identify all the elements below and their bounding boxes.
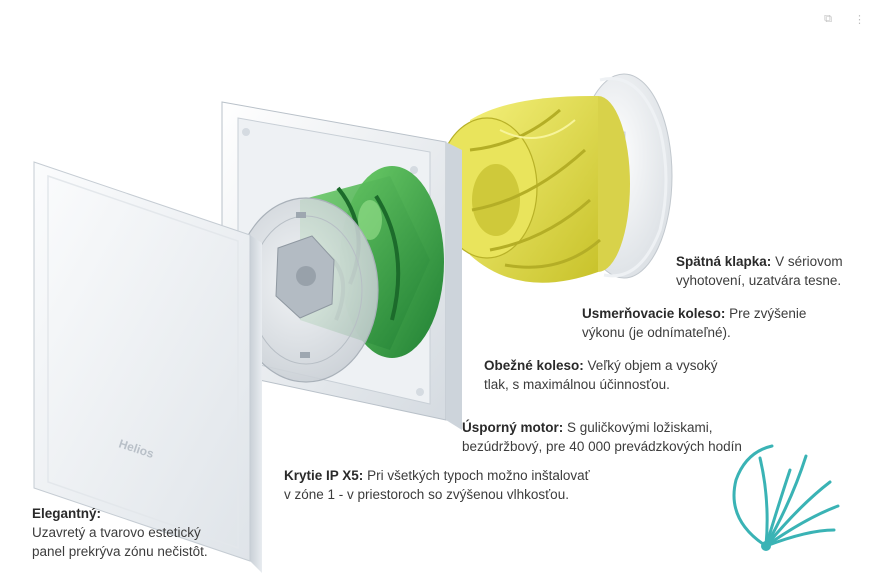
link-icon[interactable]: ⧉ xyxy=(824,12,832,25)
front-panel: Helios xyxy=(33,161,262,573)
callout-text: Pre zvýšenie xyxy=(729,306,807,321)
top-toolbar: ⧉ ⋮ xyxy=(824,12,865,26)
decorative-logo xyxy=(732,444,840,551)
callout-krytie: Krytie IP X5: Pri všetkých typoch možno … xyxy=(284,466,590,504)
callout-elegantny: Elegantný: Uzavretý a tvarovo estetický … xyxy=(32,504,208,561)
callout-title: Úsporný motor: xyxy=(462,420,564,435)
callout-title: Spätná klapka: xyxy=(676,254,772,269)
callout-obezne-koleso: Obežné koleso: Veľký objem a vysoký tlak… xyxy=(484,356,718,394)
callout-spatna-klapka: Spätná klapka: V sériovom vyhotovení, uz… xyxy=(676,252,843,290)
callout-text: bezúdržbový, pre 40 000 prevádzkových ho… xyxy=(462,439,742,454)
callout-text: Pri všetkých typoch možno inštalovať xyxy=(367,468,590,483)
guide-vane-wheel xyxy=(436,95,630,283)
callout-usporny-motor: Úsporný motor: S guličkovými ložiskami, … xyxy=(462,418,742,456)
callout-text: tlak, s maximálnou účinnosťou. xyxy=(484,377,670,392)
callout-title: Elegantný: xyxy=(32,506,102,521)
callout-title: Usmerňovacie koleso: xyxy=(582,306,726,321)
callout-text: Veľký objem a vysoký xyxy=(587,358,718,373)
callout-text: vyhotovení, uzatvára tesne. xyxy=(676,273,842,288)
callout-usmernovacie-koleso: Usmerňovacie koleso: Pre zvýšenie výkonu… xyxy=(582,304,806,342)
callout-text: V sériovom xyxy=(775,254,843,269)
callout-text: panel prekrýva zónu nečistôt. xyxy=(32,544,208,559)
callout-title: Krytie IP X5: xyxy=(284,468,364,483)
callout-text: výkonu (je odnímateľné). xyxy=(582,325,731,340)
motor-mount xyxy=(233,197,379,383)
callout-title: Obežné koleso: xyxy=(484,358,584,373)
callout-text: S guličkovými ložiskami, xyxy=(567,420,713,435)
callout-text: Uzavretý a tvarovo estetický xyxy=(32,525,201,540)
more-vertical-icon[interactable]: ⋮ xyxy=(854,12,865,26)
callout-text: v zóne 1 - v priestoroch so zvýšenou vlh… xyxy=(284,487,569,502)
